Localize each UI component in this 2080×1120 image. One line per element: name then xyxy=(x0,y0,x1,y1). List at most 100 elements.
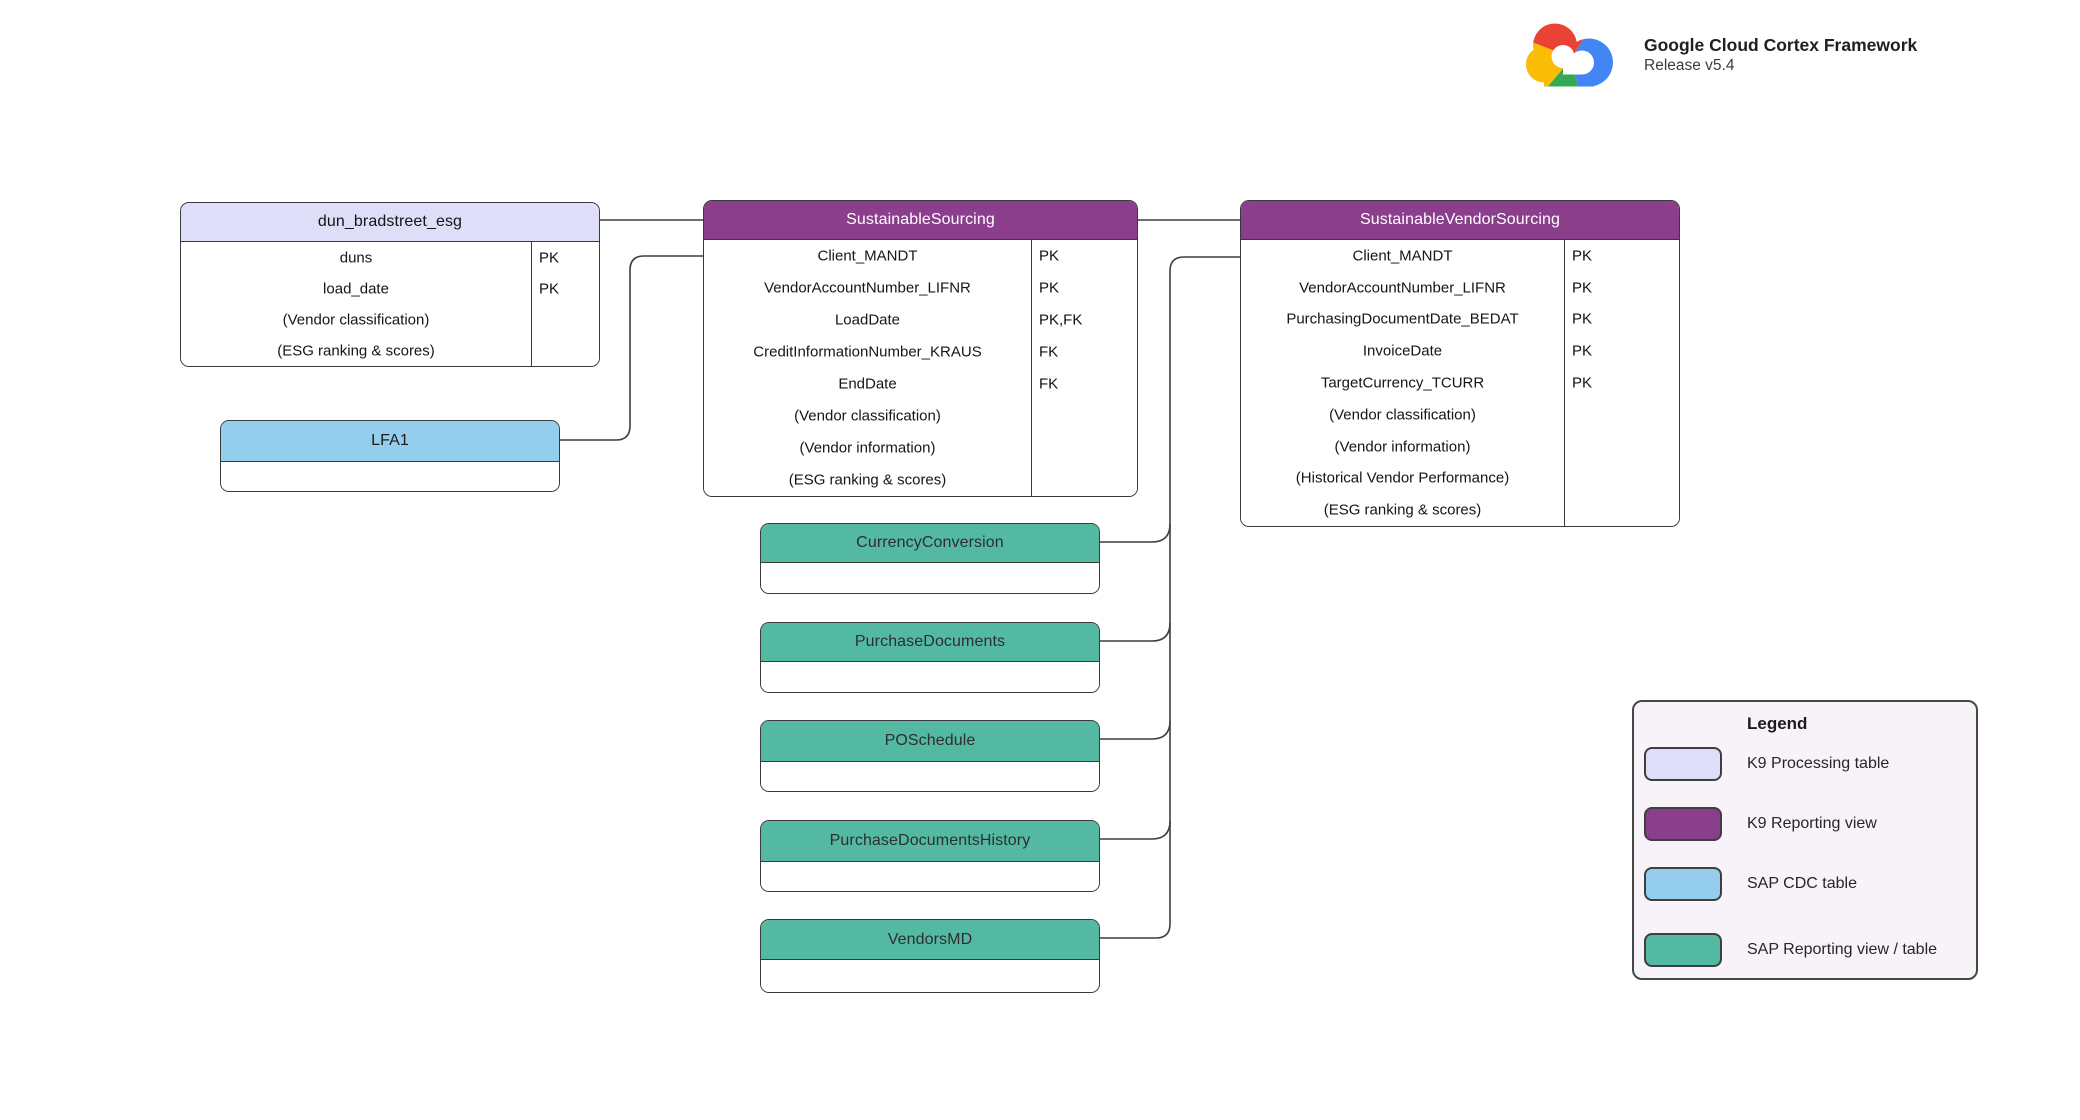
field-name: CreditInformationNumber_KRAUS xyxy=(753,343,982,361)
key-annotation: PK xyxy=(1572,279,1593,297)
field-name: (Vendor classification) xyxy=(282,311,430,328)
table-row xyxy=(761,960,1099,992)
key-annotation: PK xyxy=(1572,247,1593,265)
key-annotation: PK xyxy=(539,249,560,266)
field-name: (Historical Vendor Performance) xyxy=(1295,469,1510,487)
table-title: VendorsMD xyxy=(887,930,973,948)
table-row: CreditInformationNumber_KRAUS FK xyxy=(704,336,1137,368)
field-name: (Vendor classification) xyxy=(794,407,941,425)
table-title: POSchedule xyxy=(884,732,976,749)
connector-purchasedocuments-sustainablevendorsourcing xyxy=(1100,622,1171,642)
table-title: PurchaseDocumentsHistory xyxy=(829,832,1031,849)
table-lfa1: LFA1 xyxy=(220,420,560,492)
connector-purchasedocumentshistory-sustainablevendorsourcing xyxy=(1100,820,1171,840)
key-annotation: PK xyxy=(1572,310,1593,328)
legend-swatch-k9-reporting xyxy=(1644,807,1722,841)
table-body xyxy=(761,563,1099,593)
logo-white-cloud xyxy=(1551,45,1594,75)
key-column-divider xyxy=(1564,240,1565,526)
table-header-sustainablesourcing: SustainableSourcing xyxy=(704,201,1137,240)
legend-swatch-k9-processing xyxy=(1644,747,1722,781)
table-row: (Vendor classification) xyxy=(704,400,1137,432)
field-name: InvoiceDate xyxy=(1362,342,1443,360)
table-poschedule: POSchedule xyxy=(760,720,1100,792)
field-name: (Vendor information) xyxy=(1334,438,1471,456)
table-row: LoadDate PK,FK xyxy=(704,304,1137,336)
table-row xyxy=(761,862,1099,891)
field-name: (Vendor information) xyxy=(799,439,936,457)
table-row: Client_MANDT PK xyxy=(704,240,1137,272)
table-row xyxy=(761,662,1099,692)
field-name: load_date xyxy=(323,280,389,297)
table-title: SustainableVendorSourcing xyxy=(1360,211,1560,228)
table-row: (Historical Vendor Performance) xyxy=(1241,462,1679,494)
key-column-divider xyxy=(531,242,532,366)
table-title: CurrencyConversion xyxy=(856,534,1004,551)
table-row xyxy=(761,762,1099,791)
field-name: EndDate xyxy=(838,375,897,393)
key-annotation: PK xyxy=(1039,247,1060,265)
table-body xyxy=(761,960,1099,992)
table-header-lfa1: LFA1 xyxy=(221,421,559,462)
table-header-currencyconversion: CurrencyConversion xyxy=(761,524,1099,563)
table-row: (Vendor information) xyxy=(1241,431,1679,463)
key-annotation: PK,FK xyxy=(1039,311,1083,329)
field-name: (ESG ranking & scores) xyxy=(1323,501,1482,519)
key-annotation: PK xyxy=(539,280,560,297)
connector-lfa1-sustainablesourcing xyxy=(560,255,703,441)
table-title: PurchaseDocuments xyxy=(854,633,1006,650)
table-row: (ESG ranking & scores) xyxy=(704,464,1137,496)
table-purchasedocuments: PurchaseDocuments xyxy=(760,622,1100,693)
table-header-purchasedocumentshistory: PurchaseDocumentsHistory xyxy=(761,821,1099,862)
table-title: dun_bradstreet_esg xyxy=(317,213,463,230)
table-vendorsmd: VendorsMD xyxy=(760,919,1100,993)
legend-label: SAP Reporting view / table xyxy=(1747,941,1938,958)
table-row: load_date PK xyxy=(181,273,599,304)
table-header-vendorsmd: VendorsMD xyxy=(761,920,1099,960)
field-name: Client_MANDT xyxy=(1352,247,1453,265)
field-name: (Vendor classification) xyxy=(1329,406,1476,424)
field-name: TargetCurrency_TCURR xyxy=(1320,374,1485,392)
table-body xyxy=(221,462,559,491)
key-annotation: FK xyxy=(1039,343,1059,361)
connector-vendorsmd-sustainablevendorsourcing xyxy=(1100,256,1240,939)
brand: Google Cloud Cortex Framework Release v5… xyxy=(1522,12,1917,99)
table-row: Client_MANDT PK xyxy=(1241,240,1679,272)
table-body xyxy=(761,862,1099,891)
table-body xyxy=(761,762,1099,791)
table-header-poschedule: POSchedule xyxy=(761,721,1099,762)
product-title: Google Cloud Cortex Framework xyxy=(1644,34,1918,55)
brand-text: Google Cloud Cortex Framework Release v5… xyxy=(1644,34,1917,78)
table-header-sustainablevendorsourcing: SustainableVendorSourcing xyxy=(1241,201,1679,240)
table-currencyconversion: CurrencyConversion xyxy=(760,523,1100,594)
field-name: Client_MANDT xyxy=(817,247,918,265)
release-version: Release v5.4 xyxy=(1644,57,1735,75)
key-annotation: PK xyxy=(1572,342,1593,360)
legend-label: SAP CDC table xyxy=(1747,875,1857,892)
legend-label: K9 Processing table xyxy=(1747,755,1890,772)
table-row xyxy=(761,563,1099,593)
table-header-purchasedocuments: PurchaseDocuments xyxy=(761,623,1099,662)
field-name: LoadDate xyxy=(834,311,901,329)
legend-swatch-sap-cdc xyxy=(1644,867,1722,901)
table-row: (ESG ranking & scores) xyxy=(1241,494,1679,526)
connector-currencyconversion-sustainablevendorsourcing xyxy=(1100,523,1171,543)
legend-title: Legend xyxy=(1747,714,1808,733)
legend-swatch-sap-reporting xyxy=(1644,933,1722,967)
table-row: (Vendor classification) xyxy=(1241,399,1679,431)
field-name: VendorAccountNumber_LIFNR xyxy=(764,279,971,297)
